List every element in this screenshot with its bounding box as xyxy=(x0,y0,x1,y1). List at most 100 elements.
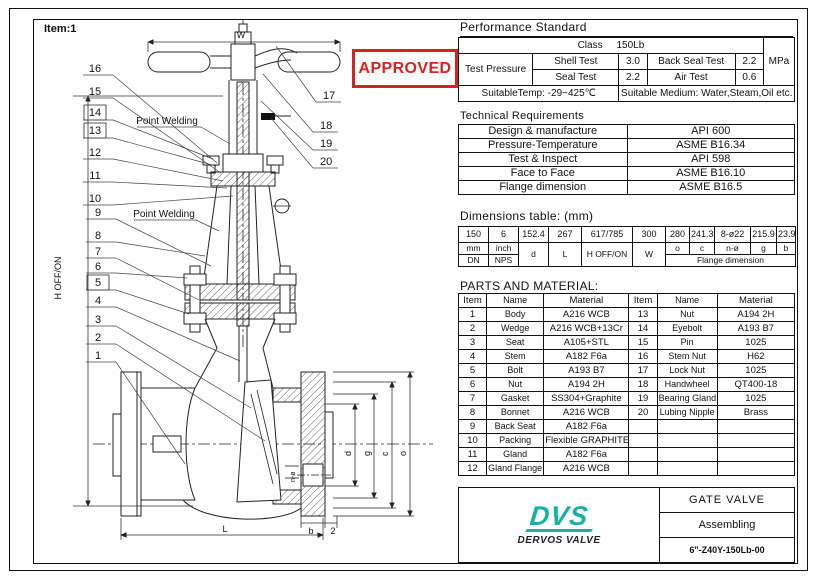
cell: 241.3 xyxy=(689,226,715,243)
cell: NPS xyxy=(488,254,519,267)
cell: Gland Flange xyxy=(486,461,545,476)
drawing-number: 6"-Z40Y-150Lb-00 xyxy=(689,545,765,555)
cell xyxy=(716,447,796,462)
dim-h-label: H OFF/ON xyxy=(53,257,63,300)
handwheel xyxy=(148,24,340,80)
cell: Eyebolt xyxy=(656,321,718,336)
callout-6: 6 xyxy=(95,261,101,273)
cell: 10 xyxy=(457,433,488,448)
cell xyxy=(656,447,718,462)
sheet-inner-border xyxy=(33,19,798,564)
dim-l: L xyxy=(120,518,324,540)
cell: 12 xyxy=(457,461,488,476)
callout-8: 8 xyxy=(95,230,101,242)
callout-18: 18 xyxy=(320,120,332,132)
cell: Handwheel xyxy=(656,377,718,392)
dim-o-label: o xyxy=(398,451,408,456)
note-point-welding-2: Point Welding xyxy=(133,209,219,231)
performance-table: Class 150Lb MPa Test Pressure Shell Test… xyxy=(457,37,796,102)
class-value: 150Lb xyxy=(616,40,645,51)
cell: inch xyxy=(488,242,519,255)
item-label: Item:1 xyxy=(44,23,77,35)
cell: Bearing Gland xyxy=(656,391,718,406)
dim-w-label: W xyxy=(237,30,246,40)
callout-4: 4 xyxy=(95,295,101,307)
cell: Lubing Nipple xyxy=(656,405,718,420)
cell: Lock Nut xyxy=(656,363,718,378)
sheet-outer-border xyxy=(9,8,808,571)
cell xyxy=(628,461,658,476)
cell: 6 xyxy=(457,377,488,392)
cell: Stem Nut xyxy=(656,349,718,364)
approved-stamp: APPROVED xyxy=(352,49,458,88)
cell: A193 B7 xyxy=(543,363,630,378)
dim-w: W xyxy=(147,30,341,52)
cell: 14 xyxy=(628,321,658,336)
dim-diameters: d g c o xyxy=(325,371,414,517)
cell xyxy=(716,461,796,476)
cell: 1025 xyxy=(716,391,796,406)
cell xyxy=(656,461,718,476)
cell: A193 B7 xyxy=(716,321,796,336)
parts-title: PARTS AND MATERIAL: xyxy=(460,279,599,296)
packing-box xyxy=(223,154,263,172)
cell: 1025 xyxy=(716,363,796,378)
eyebolt-nut-right xyxy=(267,156,283,165)
cell: 16 xyxy=(628,349,658,364)
backseal-test-label: Back Seal Test xyxy=(646,53,736,70)
callout-2: 2 xyxy=(95,332,101,344)
technical-title: Technical Requirements xyxy=(460,110,584,122)
cell: API 598 xyxy=(626,152,795,167)
cell: 8-ø22 xyxy=(714,226,751,243)
cell: H OFF/ON xyxy=(581,242,633,267)
bolt-stud-right xyxy=(280,266,290,332)
callout-19: 19 xyxy=(320,138,332,150)
cell: 215.9 xyxy=(750,226,777,243)
cell: 267 xyxy=(548,226,582,243)
cell: Design & manufacture xyxy=(458,124,628,139)
callout-9: 9 xyxy=(95,207,101,219)
cell: ASME B16.34 xyxy=(626,138,795,153)
cell: Seat xyxy=(486,335,545,350)
unit-cell: MPa xyxy=(762,37,796,86)
seal-test-value: 2.2 xyxy=(618,69,648,86)
cell: QT400-18 xyxy=(716,377,796,392)
cell: 15 xyxy=(628,335,658,350)
shell-test-label: Shell Test xyxy=(532,53,620,70)
dim-n-label: n-ø xyxy=(290,471,297,482)
cell: 300 xyxy=(632,226,666,243)
callout-10: 10 xyxy=(89,193,101,205)
cell: Packing xyxy=(486,433,545,448)
cell: d xyxy=(518,242,549,267)
cell: 11 xyxy=(457,447,488,462)
cell: c xyxy=(689,242,715,255)
dim-b-label: b xyxy=(308,526,313,536)
cell: A216 WCB xyxy=(543,461,630,476)
air-test-value: 0.6 xyxy=(734,69,764,86)
dim-d-label: d xyxy=(343,451,353,456)
cell: 7 xyxy=(457,391,488,406)
cell: 6 xyxy=(488,226,519,243)
col-header: Material xyxy=(716,293,796,308)
cell: Gland xyxy=(486,447,545,462)
cell: 1025 xyxy=(716,335,796,350)
class-row: Class 150Lb xyxy=(458,37,764,54)
callout-15: 15 xyxy=(89,86,101,98)
callout-12: 12 xyxy=(89,147,101,159)
cell: Bolt xyxy=(486,363,545,378)
cell: b xyxy=(776,242,796,255)
svg-text:Point Welding: Point Welding xyxy=(133,209,195,220)
left-flange xyxy=(121,372,141,516)
cell: 3 xyxy=(457,335,488,350)
